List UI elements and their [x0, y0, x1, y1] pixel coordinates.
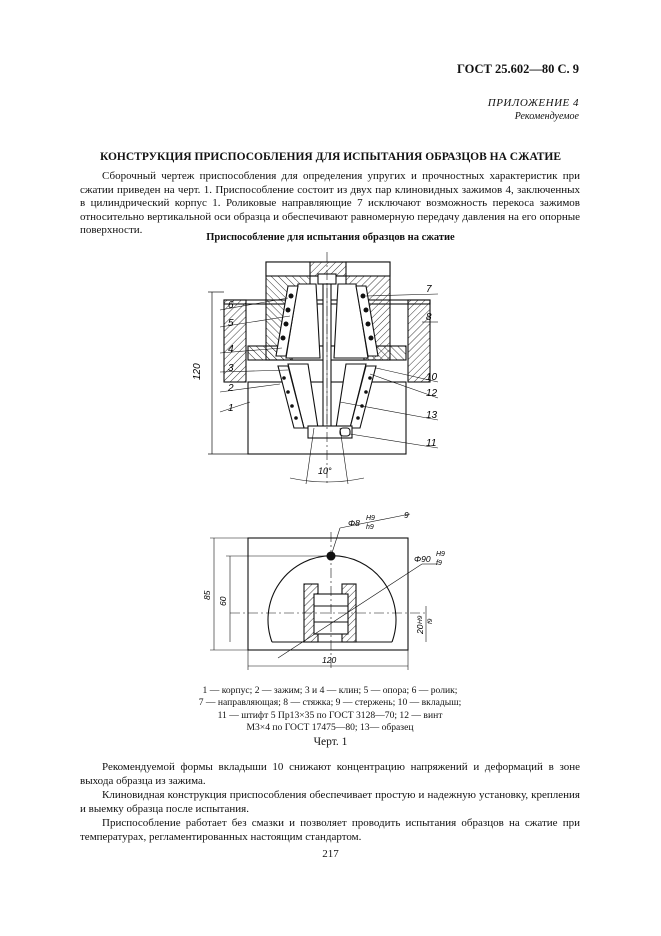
- intro-paragraph: Сборочный чертеж приспособления для опре…: [80, 170, 580, 237]
- callout-5: 5: [228, 318, 234, 329]
- callout-11: 11: [426, 438, 436, 449]
- dim-85-label: 85: [202, 590, 212, 600]
- dim-bore-label: Φ90: [414, 554, 431, 564]
- appendix-label: ПРИЛОЖЕНИЕ 4: [487, 97, 579, 109]
- callout-7: 7: [426, 284, 432, 295]
- dim-bore-fit-top: H9: [436, 551, 445, 558]
- appendix-status: Рекомендуемое: [514, 111, 579, 122]
- callout-4: 4: [228, 344, 234, 355]
- callout-13: 13: [426, 410, 438, 421]
- section-drawing: 120 6 5 4 3 2 1 7 8 10 12 13 11 10°: [192, 252, 439, 485]
- figure-legend: 1 — корпус; 2 — зажим; 3 и 4 — клин; 5 —…: [80, 685, 580, 735]
- legend-line-3: 11 — штифт 5 Пр13×35 по ГОСТ 3128—70; 12…: [217, 709, 443, 721]
- dim-bore-fit-bottom: f9: [436, 560, 442, 567]
- dim-pin-fit-bottom: h9: [366, 524, 374, 531]
- dim-20-fit-bottom: f9: [427, 618, 434, 624]
- callout-2: 2: [227, 383, 234, 394]
- dim-height-label: 120: [192, 363, 203, 380]
- paragraph-wedge: Клиновидная конструкция приспособления о…: [80, 789, 580, 815]
- callout-9: 9: [404, 510, 409, 520]
- paragraph-inserts: Рекомендуемой формы вкладыши 10 снижают …: [80, 761, 580, 787]
- legend-line-1: 1 — корпус; 2 — зажим; 3 и 4 — клин; 5 —…: [202, 685, 458, 696]
- legend-line-4: М3×4 по ГОСТ 17475—80; 13— образец: [246, 722, 414, 734]
- callout-12: 12: [426, 388, 438, 399]
- dim-pin-fit-top: H9: [366, 515, 375, 522]
- callout-1: 1: [228, 403, 234, 414]
- legend-line-2: 7 — направляющая; 8 — стяжка; 9 — стерже…: [198, 697, 462, 709]
- dim-20-label: 20: [415, 624, 425, 635]
- callout-8: 8: [426, 312, 432, 323]
- paragraph-lubrication: Приспособление работает без смазки и поз…: [80, 817, 580, 843]
- callout-6: 6: [228, 300, 234, 311]
- appendix-block: ПРИЛОЖЕНИЕ 4 Рекомендуемое: [488, 96, 579, 124]
- plan-drawing: Φ8 H9 h9 9 Φ90 H9 f9 60 85 20 H9 f9 120: [202, 510, 445, 670]
- callout-3: 3: [228, 363, 234, 374]
- document-header: ГОСТ 25.602—80 С. 9: [456, 62, 579, 76]
- dim-pin-label: Φ8: [348, 518, 360, 528]
- callout-10: 10: [426, 372, 438, 383]
- plan-outline: [247, 537, 409, 651]
- dim-20-fit-top: H9: [417, 615, 424, 624]
- dim-60-label: 60: [218, 596, 228, 606]
- dim-width-label: 120: [322, 655, 336, 665]
- dim-angle-label: 10°: [318, 466, 332, 476]
- page-number: 217: [322, 848, 339, 860]
- figure-title: Приспособление для испытания образцов на…: [206, 232, 455, 243]
- figure-caption: Черт. 1: [313, 736, 348, 748]
- section-title: КОНСТРУКЦИЯ ПРИСПОСОБЛЕНИЯ ДЛЯ ИСПЫТАНИЯ…: [99, 151, 562, 163]
